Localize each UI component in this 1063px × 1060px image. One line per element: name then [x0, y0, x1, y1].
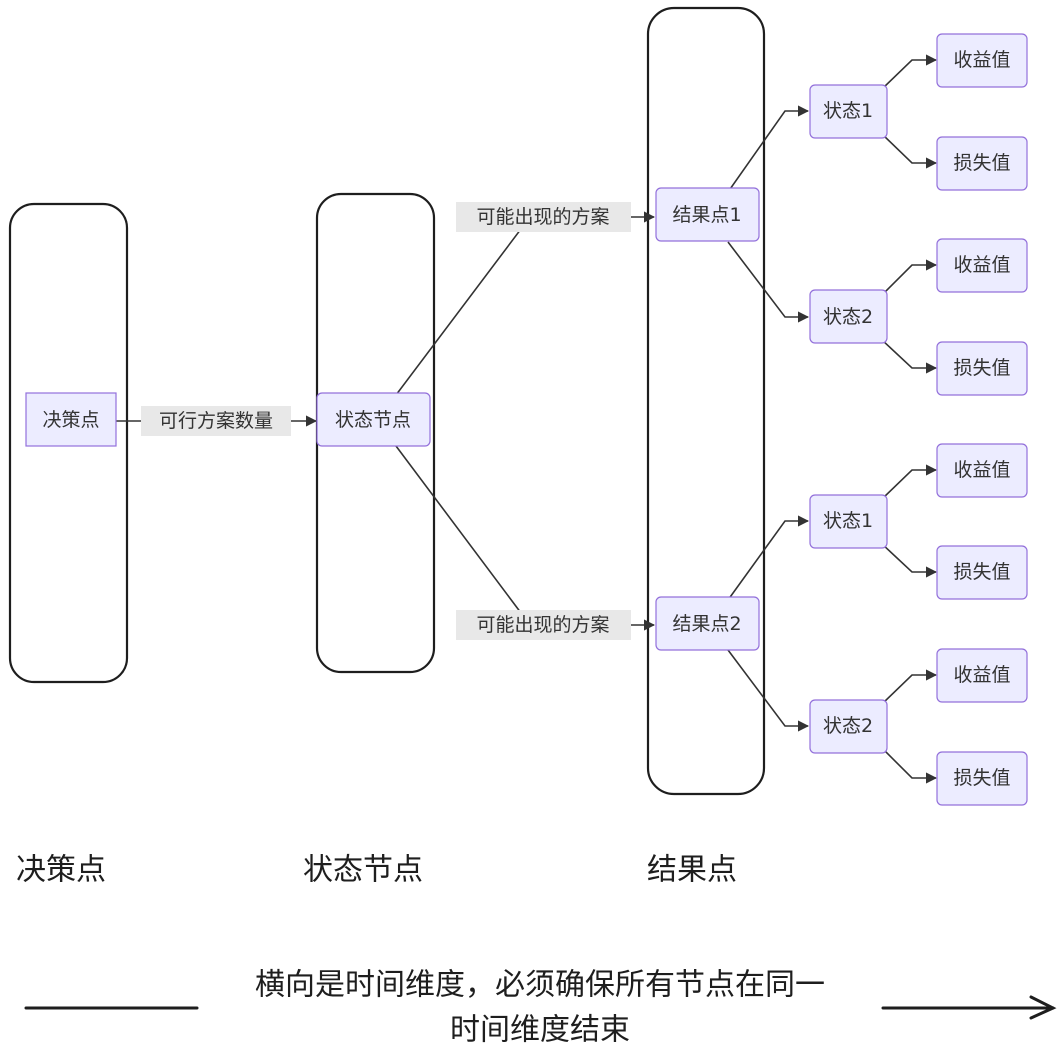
svg-text:损失值: 损失值 — [953, 152, 1010, 174]
node-r1-state1[interactable]: 状态1 — [809, 84, 888, 139]
edge-result1-to-state1 — [727, 105, 810, 193]
edge-r1s1-to-gain — [880, 54, 938, 91]
edge-r2s2-to-gain — [880, 669, 938, 706]
edge-label-possible-plan-2: 可能出现的方案 — [456, 610, 631, 640]
svg-text:可行方案数量: 可行方案数量 — [159, 410, 273, 432]
edge-result2-to-state2 — [727, 649, 810, 732]
svg-text:结果点1: 结果点1 — [672, 204, 741, 226]
node-r2s1-loss[interactable]: 损失值 — [936, 545, 1028, 600]
svg-text:可能出现的方案: 可能出现的方案 — [476, 206, 609, 228]
node-r1s1-gain[interactable]: 收益值 — [936, 33, 1028, 88]
node-state[interactable]: 状态节点 — [316, 392, 431, 447]
svg-text:收益值: 收益值 — [953, 254, 1010, 276]
node-r1s1-loss[interactable]: 损失值 — [936, 136, 1028, 191]
svg-text:收益值: 收益值 — [953, 664, 1010, 686]
node-result2[interactable]: 结果点2 — [655, 596, 760, 651]
lane-title-decision: 决策点 — [16, 853, 106, 888]
svg-text:可能出现的方案: 可能出现的方案 — [476, 614, 609, 636]
edge-result2-to-state1 — [727, 515, 810, 601]
svg-text:状态1: 状态1 — [823, 510, 873, 532]
edge-label-possible-plan-1: 可能出现的方案 — [456, 202, 631, 232]
edge-r2s2-to-loss — [880, 746, 938, 784]
node-r2-state1[interactable]: 状态1 — [809, 494, 888, 549]
timeline-caption-line1: 横向是时间维度，必须确保所有节点在同一 — [255, 968, 825, 1003]
svg-text:状态节点: 状态节点 — [335, 409, 411, 431]
svg-text:损失值: 损失值 — [953, 767, 1010, 789]
timeline-caption-line2: 时间维度结束 — [450, 1013, 630, 1048]
timeline-arrow — [881, 995, 1057, 1020]
lane-result — [646, 6, 766, 796]
svg-text:状态2: 状态2 — [823, 715, 873, 737]
edge-r1s2-to-loss — [880, 338, 938, 374]
svg-text:收益值: 收益值 — [953, 459, 1010, 481]
edge-r2s1-to-gain — [880, 464, 938, 501]
node-decision[interactable]: 决策点 — [25, 392, 117, 447]
edge-r1s1-to-loss — [880, 132, 938, 169]
svg-text:结果点2: 结果点2 — [672, 613, 741, 635]
node-r2s2-gain[interactable]: 收益值 — [936, 648, 1028, 703]
edge-r2s1-to-loss — [880, 542, 938, 578]
lane-title-state: 状态节点 — [303, 853, 423, 888]
node-r1-state2[interactable]: 状态2 — [809, 289, 888, 344]
svg-text:收益值: 收益值 — [953, 49, 1010, 71]
node-r2s1-gain[interactable]: 收益值 — [936, 443, 1028, 498]
node-result1[interactable]: 结果点1 — [655, 187, 760, 242]
edge-label-feasible-count: 可行方案数量 — [141, 406, 291, 436]
lane-title-result: 结果点 — [647, 853, 737, 888]
node-r1s2-gain[interactable]: 收益值 — [936, 238, 1028, 293]
svg-text:状态2: 状态2 — [823, 306, 873, 328]
arrow-right-icon — [1029, 995, 1057, 1020]
node-r2s2-loss[interactable]: 损失值 — [936, 751, 1028, 806]
node-r2-state2[interactable]: 状态2 — [809, 699, 888, 754]
svg-text:决策点: 决策点 — [42, 409, 99, 431]
svg-text:损失值: 损失值 — [953, 561, 1010, 583]
edge-result1-to-state2 — [727, 241, 810, 323]
node-r1s2-loss[interactable]: 损失值 — [936, 341, 1028, 396]
svg-text:损失值: 损失值 — [953, 357, 1010, 379]
svg-text:状态1: 状态1 — [823, 100, 873, 122]
edge-r1s2-to-gain — [880, 259, 938, 297]
lane-decision — [8, 202, 129, 684]
